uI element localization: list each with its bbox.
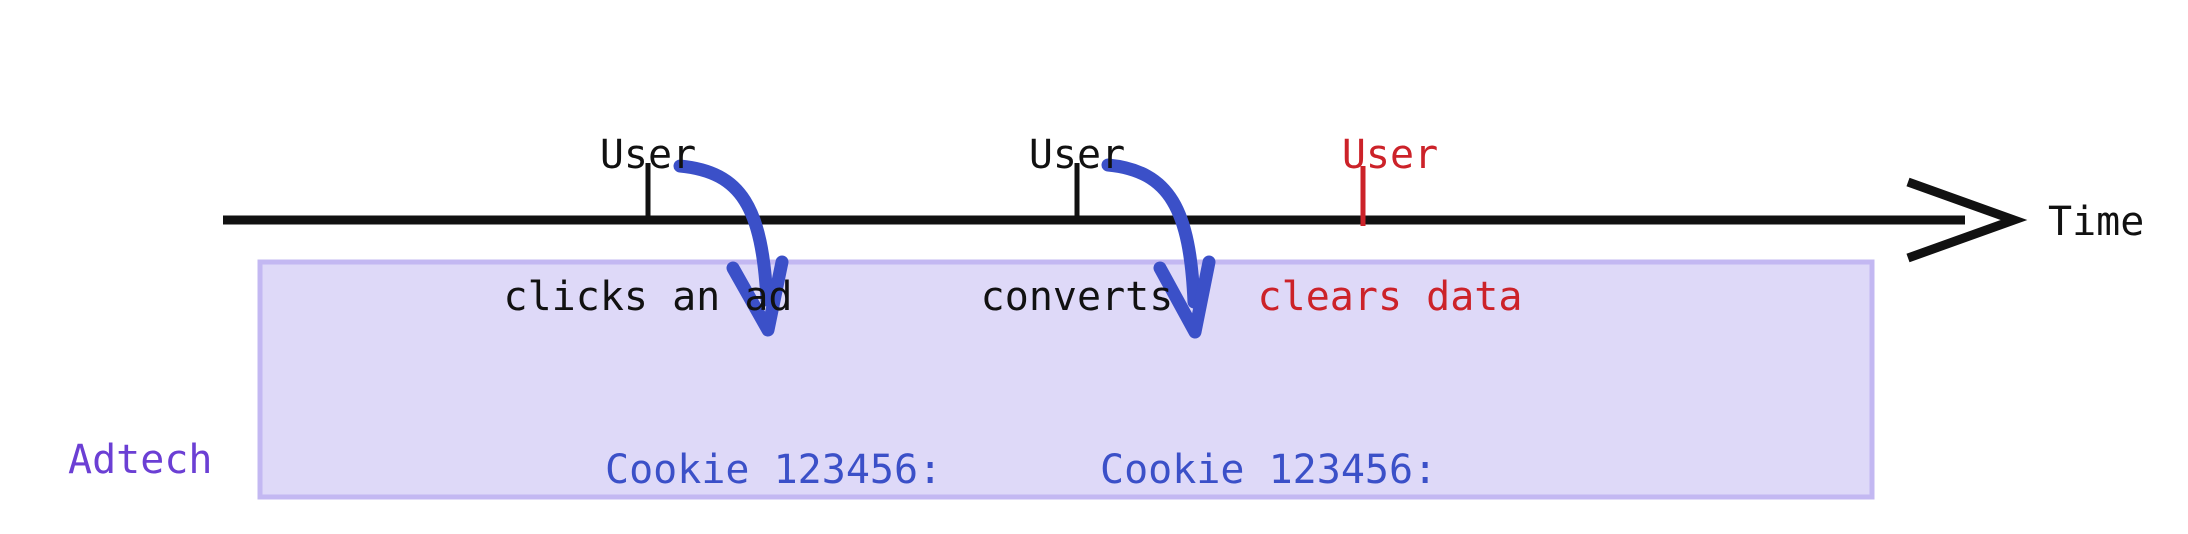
axis-label-time: Time	[2048, 199, 2145, 245]
arrow-ad-click-to-log	[673, 159, 789, 337]
arrow-conversion-to-log	[1101, 158, 1216, 339]
server-log-entry-converted-line1: Cookie 123456:	[1100, 446, 1438, 493]
adtech-server-label-line1: Adtech	[68, 436, 213, 483]
adtech-server-panel	[257, 259, 1875, 500]
timeline-arrowhead-icon	[1906, 177, 2028, 263]
adtech-server-label: Adtech server	[68, 338, 258, 534]
server-log-entry-converted: Cookie 123456: Converted	[1100, 348, 1437, 534]
server-log-entry-ad-clicked: Cookie 123456: Ad clicked	[605, 348, 942, 534]
server-log-entry-ad-clicked-line1: Cookie 123456:	[605, 446, 943, 493]
